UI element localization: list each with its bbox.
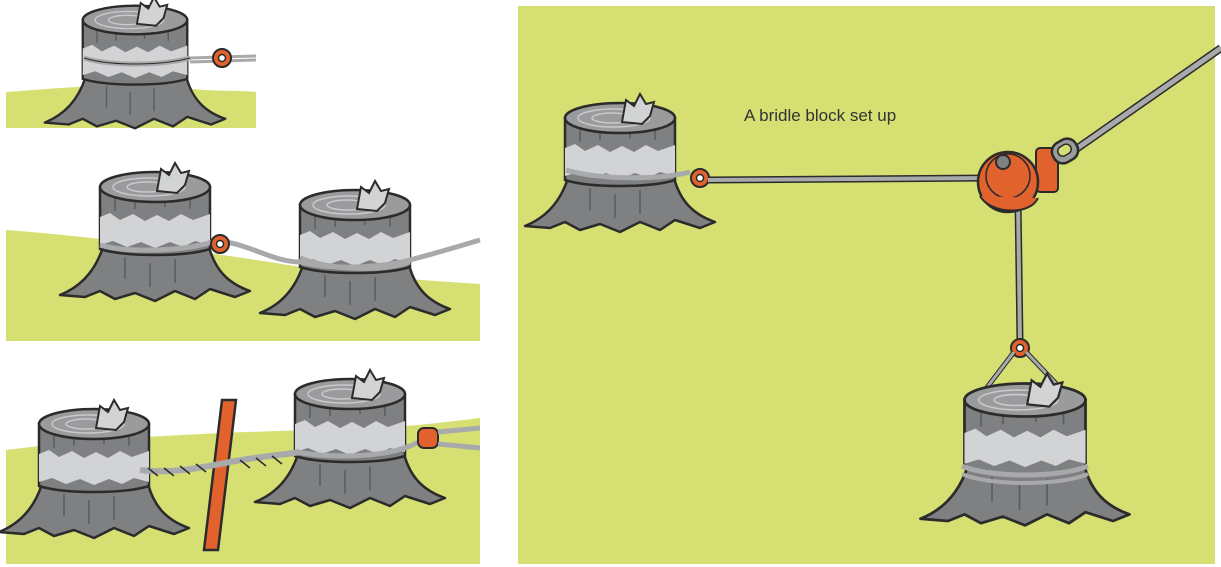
panel-1-single-stump (6, 0, 257, 130)
tree-stump-icon (58, 161, 252, 303)
soft-shackle-icon (690, 168, 710, 188)
soft-shackle-icon (210, 234, 230, 254)
panel-2-two-stumps-anchor (6, 161, 481, 341)
soft-shackle-icon (212, 48, 232, 68)
panel-4-bridle-block (518, 6, 1221, 564)
panel-3-two-stumps-stake (0, 368, 481, 564)
stake-icon (202, 398, 238, 552)
tree-stump-icon (258, 179, 452, 321)
diagram-caption: A bridle block set up (744, 106, 897, 125)
pulley-block-icon (976, 147, 1059, 214)
soft-shackle-icon (417, 425, 481, 451)
carabiner-icon (1050, 137, 1080, 165)
